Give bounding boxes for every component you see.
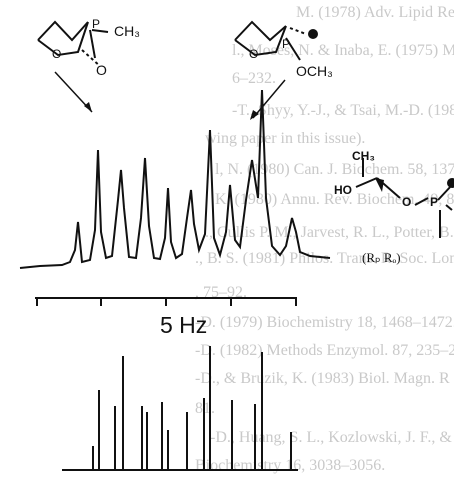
bg-line: -D. (1979) Biochemistry 18, 1468–1472. xyxy=(195,314,454,331)
left-structure xyxy=(37,20,109,67)
right-oxygen-dot xyxy=(447,178,454,188)
experimental-spectrum-trace xyxy=(19,89,331,269)
right-wedge xyxy=(375,178,384,192)
left-p-label: P xyxy=(92,17,100,31)
left-methyl-label: CH₃ xyxy=(114,23,140,39)
bg-line: M. (1978) Adv. Lipid Res. 16, 267–346. xyxy=(296,4,454,21)
bg-line: -D. (1982) Methods Enzymol. 87, 235–27 xyxy=(195,342,454,359)
left-oxo-label: O xyxy=(96,62,107,78)
scale-bar-ticks xyxy=(36,298,297,306)
middle-oxygen-dot xyxy=(308,29,318,39)
bg-line: wing paper in this issue). xyxy=(205,130,366,147)
right-methyl-label: CH₃ xyxy=(352,149,375,163)
stick-spectrum xyxy=(92,346,292,470)
bg-line: 6–232. xyxy=(232,70,276,87)
middle-methoxy-label: OCH₃ xyxy=(296,63,333,79)
middle-structure xyxy=(234,20,307,61)
bg-line: ., B. S. (1981) Philos. Trans. R. Soc. L… xyxy=(195,250,454,267)
middle-ring-o-label: O xyxy=(249,47,258,61)
bg-line: -D., Huang, S. L., Kozlowski, J. F., & C… xyxy=(210,429,454,446)
bg-line: l., Moses, N. & Inaba, E. (1975) Methods… xyxy=(232,42,454,59)
bg-line: -T., Shyy, Y.-J., & Tsai, M.-D. (1984) B… xyxy=(232,102,454,119)
bg-line: l, N. (1980) Can. J. Biochem. 58, 1370–1 xyxy=(215,161,454,178)
middle-p-label: P xyxy=(282,37,290,51)
right-o-label: O xyxy=(402,195,411,209)
bg-line: -D., & Bruzik, K. (1983) Biol. Magn. R xyxy=(195,370,450,387)
bg-line: ., Cullis P. M., Jarvest, R. L., Potter,… xyxy=(205,224,454,241)
middle-arrow xyxy=(252,79,286,119)
bg-line: , 75–92. xyxy=(195,284,247,301)
scale-label: 5 Hz xyxy=(160,312,208,338)
left-ring-o-label: O xyxy=(52,47,61,61)
right-ho-label: HO xyxy=(334,183,352,197)
middle-arrow-head xyxy=(250,110,259,120)
configuration-label: (Rₚ Rₒ) xyxy=(362,250,401,265)
right-structure xyxy=(355,158,453,238)
left-arrow-head xyxy=(84,102,92,112)
right-p-label: P xyxy=(430,195,438,209)
bg-line: K. (1980) Annu. Rev. Biochem. 49, 8 xyxy=(215,191,454,208)
